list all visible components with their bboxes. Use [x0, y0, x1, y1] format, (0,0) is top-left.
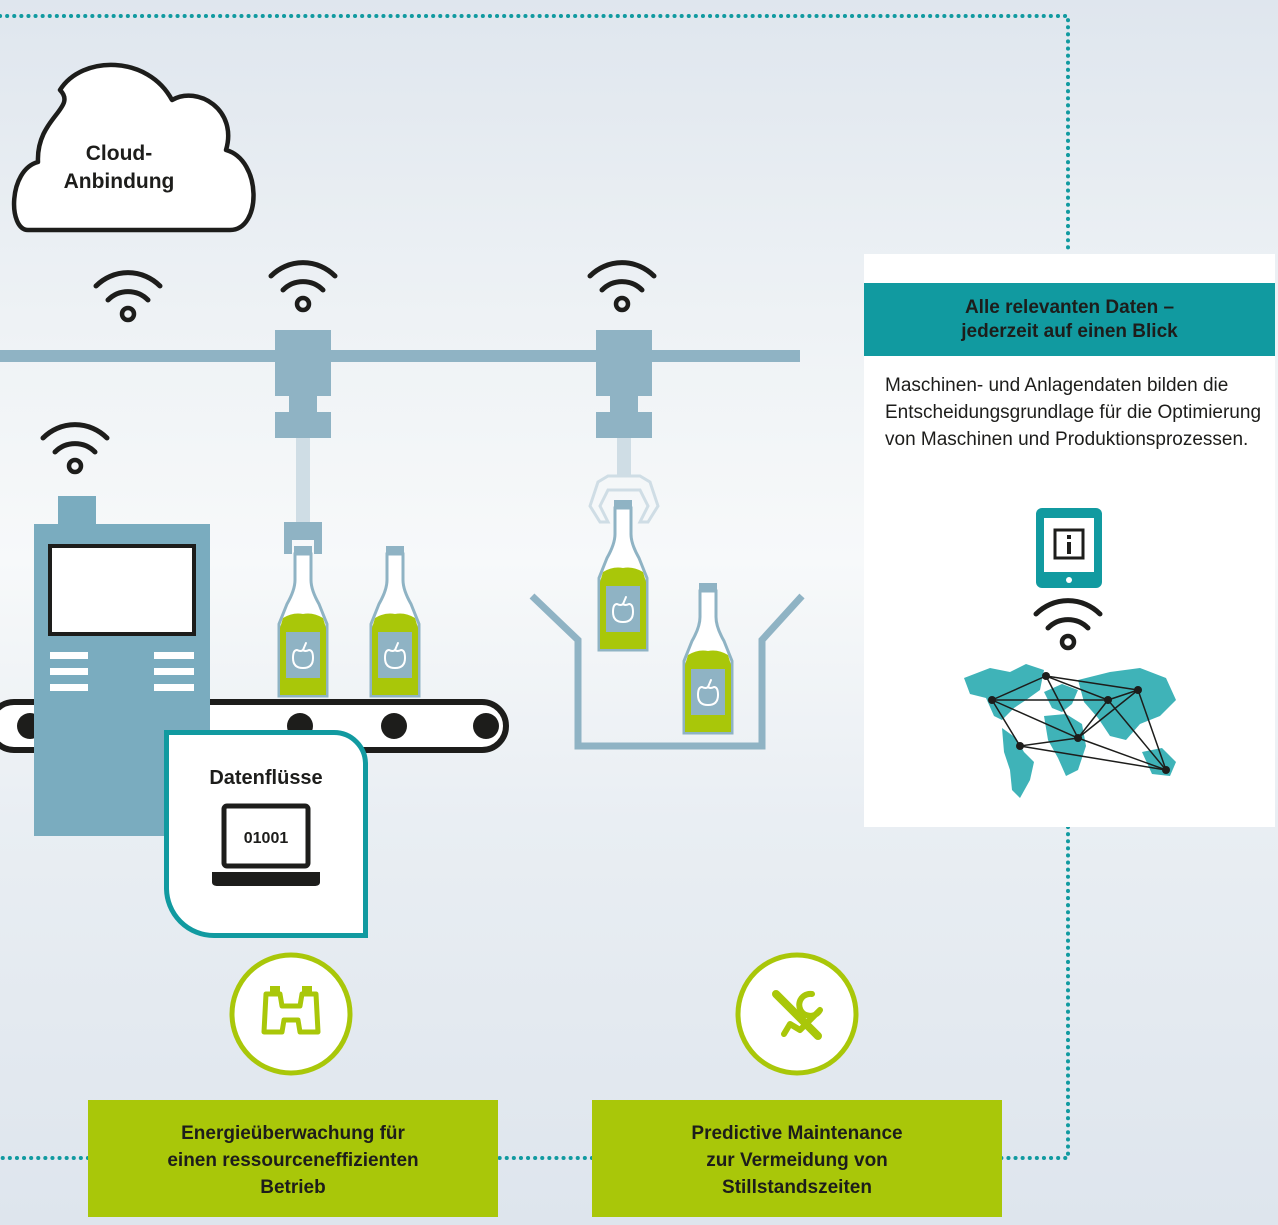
info-panel-header: Alle relevanten Daten – jederzeit auf ei…: [864, 283, 1275, 356]
wifi-icon: [1033, 598, 1103, 651]
benefit-maintenance-line1: Predictive Maintenance: [691, 1123, 903, 1144]
binoculars-icon: [229, 952, 353, 1076]
laptop-screen-code: 01001: [244, 830, 289, 847]
info-header-line1: Alle relevanten Daten –: [964, 297, 1175, 318]
benefit-energy-line2: einen ressourceneffizienten: [167, 1150, 419, 1171]
dotted-frame: [0, 14, 1070, 1160]
wifi-icon: [590, 263, 654, 310]
benefit-maintenance-line2: zur Vermeidung von: [706, 1150, 888, 1171]
world-map-icon: [964, 664, 1176, 798]
wifi-icon: [43, 425, 107, 472]
gripper-unit-1: [275, 330, 331, 554]
benefit-predictive-maintenance: Predictive Maintenance zur Vermeidung vo…: [592, 1100, 1002, 1217]
laptop-overlay: 01001: [212, 803, 320, 886]
crate: [529, 593, 805, 750]
cloud-icon: [11, 62, 256, 233]
benefit-maintenance-line3: Stillstandszeiten: [722, 1177, 872, 1198]
info-panel-icons: [964, 508, 1176, 798]
bottle-apple-juice: [277, 544, 329, 698]
bottle-apple-juice: [369, 544, 421, 698]
tablet-info-icon: [1036, 508, 1102, 588]
data-flow-title: Datenflüsse: [209, 767, 323, 789]
benefit-energy-line3: Betrieb: [260, 1177, 326, 1198]
cloud-label-line2: Anbindung: [63, 170, 175, 193]
gripper-unit-2: [588, 330, 660, 524]
overhead-rail: [0, 350, 800, 362]
wifi-icon: [271, 263, 335, 310]
benefit-energy-line1: Energieüberwachung für: [181, 1123, 405, 1144]
cloud-label-line1: Cloud-: [85, 142, 153, 165]
info-panel-body: Maschinen- und Anlagendaten bilden die E…: [885, 375, 1262, 450]
cloud-label: Cloud- Anbindung: [44, 140, 194, 196]
benefit-energy-monitoring: Energieüberwachung für einen ressourcene…: [88, 1100, 498, 1217]
wifi-icon: [96, 273, 160, 320]
bottle-apple-juice: [682, 581, 734, 735]
info-header-line2: jederzeit auf einen Blick: [961, 321, 1178, 342]
tools-icon: [735, 952, 859, 1076]
